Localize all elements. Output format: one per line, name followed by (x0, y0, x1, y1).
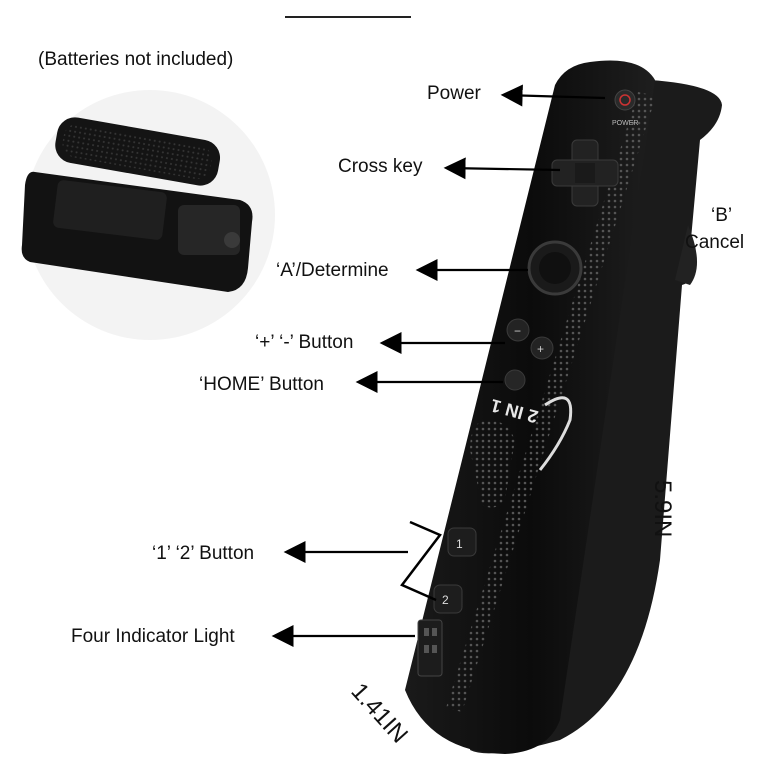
plus-glyph: + (537, 342, 544, 356)
button-2-glyph: 2 (442, 593, 449, 607)
cross-key (551, 139, 619, 207)
power-button (614, 89, 636, 111)
minus-button (506, 318, 530, 342)
label-power: Power (427, 83, 481, 104)
arrow-power (500, 84, 606, 107)
indicator-lights (417, 619, 443, 677)
plus-button (530, 336, 554, 360)
label-a-determine: ‘A’/Determine (276, 260, 389, 281)
batteries-note: (Batteries not included) (38, 49, 234, 70)
button-1-glyph: 1 (456, 537, 463, 551)
label-b-line1: ‘B’ (711, 205, 733, 226)
battery-compartment (21, 171, 253, 292)
label-indicator: Four Indicator Light (71, 626, 235, 647)
label-cross-key: Cross key (338, 156, 423, 177)
button-1 (447, 527, 477, 557)
label-plus-minus: ‘+’ ‘-’ Button (255, 332, 354, 353)
label-home: ‘HOME’ Button (199, 374, 324, 395)
dimension-height: 5.9IN (649, 480, 676, 537)
bracket-1-2 (400, 520, 442, 602)
battery-cover (55, 117, 221, 186)
label-one-two: ‘1’ ‘2’ Button (152, 543, 255, 564)
power-small-label: POWER (612, 120, 638, 127)
arrow-cross-key (443, 157, 561, 180)
remote-body (405, 60, 722, 754)
dimension-width: 1.41IN (346, 678, 413, 749)
battery-inset (21, 90, 275, 340)
top-rule (285, 16, 411, 18)
label-b-line2: Cancel (685, 232, 745, 253)
home-button (504, 369, 526, 391)
a-button (527, 240, 583, 296)
minus-glyph: − (514, 324, 521, 338)
